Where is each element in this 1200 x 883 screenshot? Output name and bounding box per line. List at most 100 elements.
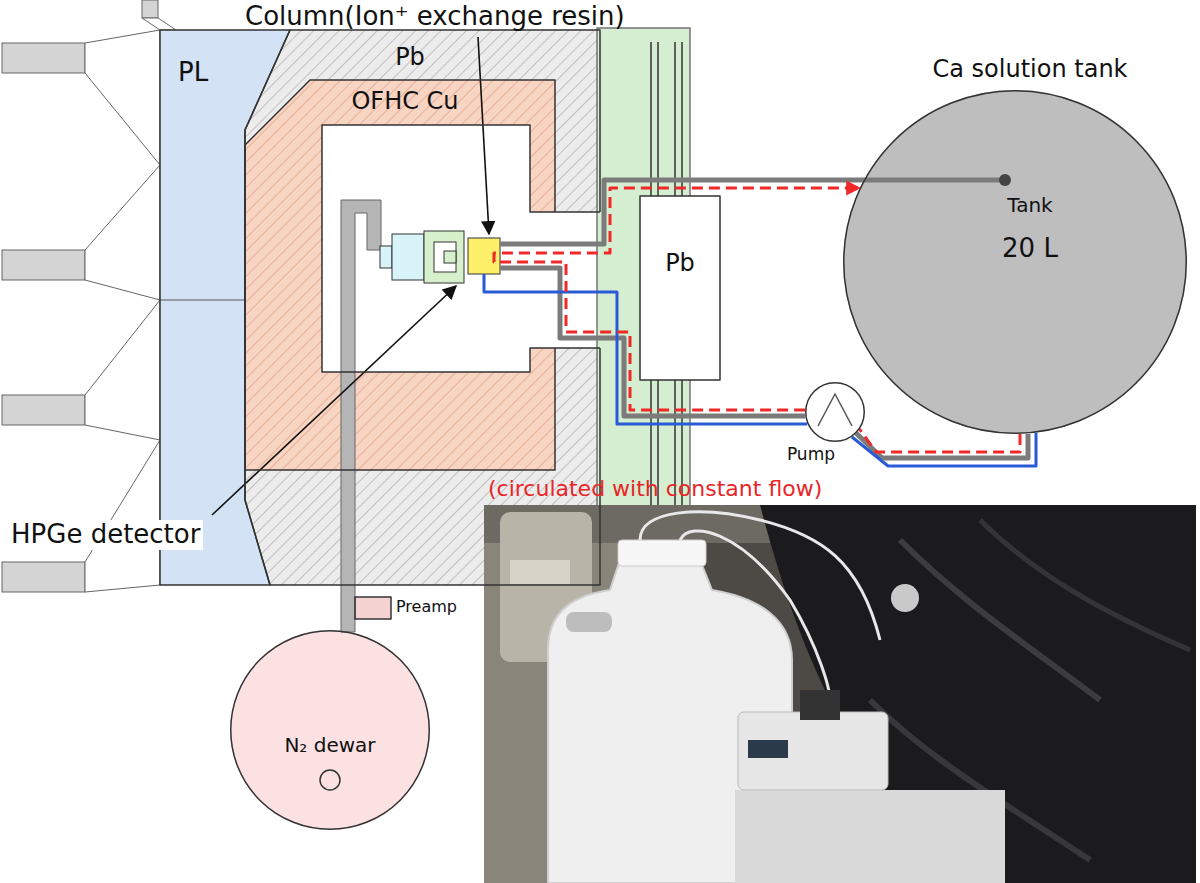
pump-body: [818, 394, 852, 426]
region-label: Pb: [395, 44, 425, 72]
photomultiplier: [142, 0, 158, 18]
node-outline: [160, 30, 290, 585]
pl-region: PL: [160, 30, 290, 585]
blue-tube: [852, 433, 1036, 466]
node-outline: [844, 91, 1187, 434]
node-outline: [245, 80, 555, 470]
tank-fill: [843, 90, 1187, 434]
callout-label: HPGe detector: [8, 520, 203, 550]
tank-fill: [843, 90, 1187, 434]
lead-shield: PbOFHC Cu: [245, 30, 600, 585]
copper-shield: OFHC Cu: [245, 80, 555, 470]
shield-fill: [245, 80, 555, 470]
node-outline: [355, 597, 391, 619]
volume-label: 20 L: [1002, 234, 1058, 264]
node-outline: [355, 597, 391, 619]
region-label: Pb: [665, 250, 695, 278]
pump-body: [805, 382, 865, 442]
node-outline: [231, 631, 430, 830]
dewar-fill: [230, 597, 430, 830]
lab-photo: [680, 531, 830, 700]
photomultiplier: [2, 0, 176, 592]
hpge-detector: [380, 246, 392, 268]
node-outline: [160, 30, 290, 585]
lab-photo: [891, 584, 919, 612]
photomultiplier: [2, 395, 85, 425]
hpge-detector: [392, 234, 424, 280]
tube: [856, 433, 1028, 458]
lab-photo: [566, 612, 612, 632]
node-outline: [245, 30, 600, 585]
region-label: PL: [178, 58, 208, 88]
node-outline: [355, 597, 391, 619]
leader-line: [212, 37, 489, 515]
pump-label: Pump: [787, 445, 835, 465]
lab-photo: [484, 505, 1196, 883]
flow-note: (circulated with constant flow): [488, 476, 822, 501]
node-outline: [806, 383, 865, 442]
shield-fill: [245, 30, 600, 585]
flow-line: [494, 188, 860, 410]
shield-fill: [530, 212, 600, 348]
lead-block: Pb: [640, 196, 720, 380]
hpge-detector: [424, 231, 464, 283]
dewar-label: N₂ dewar: [284, 734, 375, 757]
lab-photo: [618, 540, 706, 566]
shield-fill: [160, 30, 600, 585]
photomultiplier: [2, 43, 85, 73]
lab-photo: [980, 520, 1190, 650]
tube: [500, 180, 1028, 458]
photomultiplier: [85, 30, 160, 165]
node-outline: [160, 30, 290, 585]
dewar-fill: [320, 770, 340, 790]
photomultiplier: [85, 165, 160, 300]
hpge-detector: [434, 242, 456, 272]
lab-photo: [484, 505, 1196, 883]
lab-photo: [735, 790, 1005, 883]
photomultiplier: [142, 18, 176, 30]
node-outline: [640, 196, 720, 380]
node-outline: [640, 196, 720, 380]
callout-label: Column(Ion⁺ exchange resin): [245, 2, 625, 32]
cold-finger: [341, 200, 381, 632]
node-outline: [640, 196, 720, 380]
shield-fill: [160, 300, 245, 301]
lab-photo: [800, 690, 840, 720]
photomultiplier: [2, 562, 85, 592]
tank-label: Tank: [1007, 194, 1052, 217]
lab-photo: [510, 560, 570, 584]
pump-body: [805, 382, 865, 442]
leader-line: [478, 37, 489, 234]
blue-tube: [484, 274, 807, 424]
photomultiplier: [85, 440, 160, 592]
solution-tank: Ca solution tankTank20 L: [843, 90, 1187, 434]
node-outline: [245, 30, 600, 585]
node-outline: [230, 630, 430, 830]
hpge-detector: [380, 231, 464, 283]
leader-line: [212, 286, 456, 515]
lab-photo: [748, 740, 788, 758]
node-outline: [805, 382, 865, 442]
node-outline: [245, 80, 555, 470]
hpge-detector: [444, 251, 456, 263]
dewar-fill: [230, 630, 430, 830]
photomultiplier: [2, 250, 85, 280]
photomultiplier: [85, 300, 160, 440]
support-frame: [640, 196, 720, 380]
region-label: OFHC Cu: [351, 88, 458, 116]
cold-finger: [341, 200, 381, 632]
lab-photo: [640, 512, 880, 640]
pump: Pump: [805, 382, 865, 442]
tube: [500, 268, 805, 416]
dewar-fill: [355, 597, 391, 619]
preamp-box: Preamp: [355, 597, 391, 619]
tank-title: Ca solution tank: [933, 56, 1128, 84]
node-outline: [245, 80, 555, 470]
dewar: N₂ dewar: [230, 630, 430, 830]
lab-photo: [900, 540, 1100, 700]
tube-end: [999, 174, 1011, 186]
preamp-label: Preamp: [396, 598, 457, 616]
lab-photo: [738, 712, 888, 790]
